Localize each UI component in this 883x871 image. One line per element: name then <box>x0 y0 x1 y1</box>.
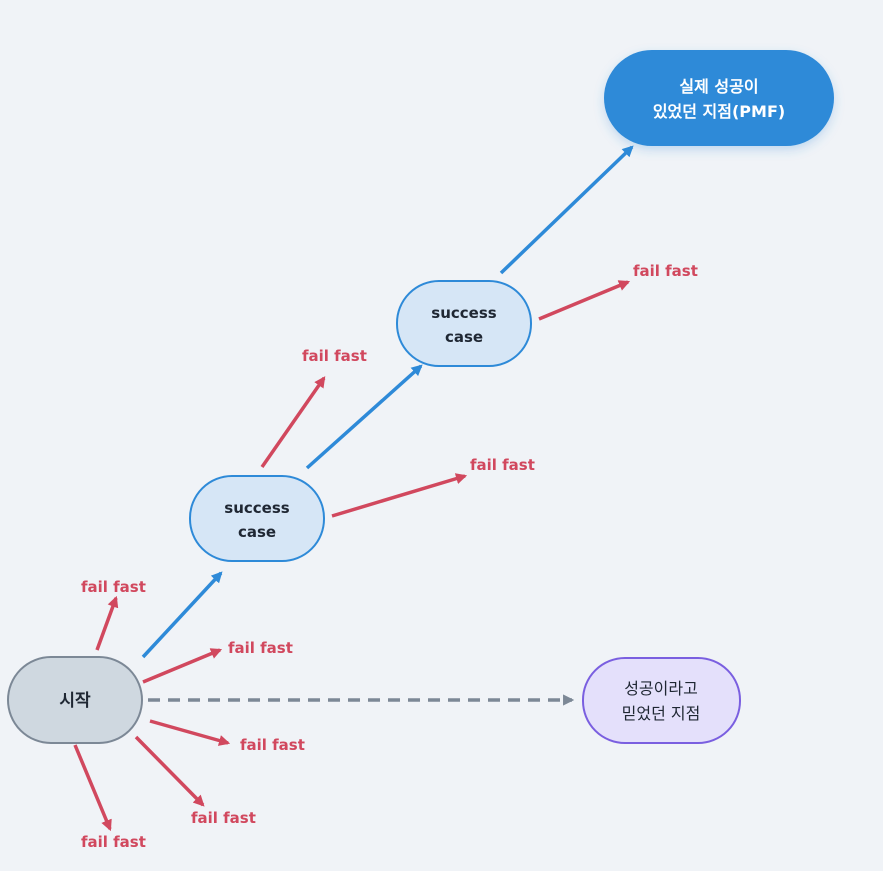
fail-arrow-start-up <box>95 595 119 651</box>
fail-fast-label: fail fast <box>633 262 698 280</box>
pmf-node: 실제 성공이 있었던 지점(PMF) <box>604 50 834 146</box>
success-case-line1: success <box>224 499 289 517</box>
success-case-line2: case <box>445 328 483 346</box>
fail-fast-label: fail fast <box>240 736 305 754</box>
fail-arrow-sc1-right <box>331 473 468 518</box>
start-node-label: 시작 <box>59 691 91 711</box>
fail-fast-label: fail fast <box>470 456 535 474</box>
fail-fast-label: fail fast <box>81 578 146 596</box>
believed-success-node: 성공이라고 믿었던 지점 <box>582 657 741 744</box>
pmf-node-line2: 있었던 지점(PMF) <box>653 102 785 121</box>
fail-arrow-start-right <box>142 648 223 684</box>
fail-fast-label: fail fast <box>191 809 256 827</box>
fail-fast-label: fail fast <box>81 833 146 851</box>
start-node: 시작 <box>7 656 143 744</box>
success-case-node-2: success case <box>396 280 532 367</box>
pmf-node-line1: 실제 성공이 <box>679 77 758 96</box>
success-arrow-2 <box>305 364 423 470</box>
believed-node-line1: 성공이라고 <box>624 679 698 698</box>
success-case-line2: case <box>238 523 276 541</box>
fail-fast-label: fail fast <box>228 639 293 657</box>
fail-fast-label: fail fast <box>302 347 367 365</box>
fail-arrow-start-down <box>73 744 112 832</box>
success-arrow-3 <box>499 145 634 275</box>
success-case-node-1: success case <box>189 475 325 562</box>
believed-node-line2: 믿었던 지점 <box>622 704 701 723</box>
success-arrow-1 <box>141 571 223 659</box>
fail-arrow-start-lower-right <box>149 719 231 746</box>
fail-arrow-sc1-up <box>260 376 326 469</box>
success-case-line1: success <box>431 304 496 322</box>
fail-arrow-start-down-right <box>134 735 205 807</box>
fail-arrow-sc2-right <box>538 280 631 321</box>
